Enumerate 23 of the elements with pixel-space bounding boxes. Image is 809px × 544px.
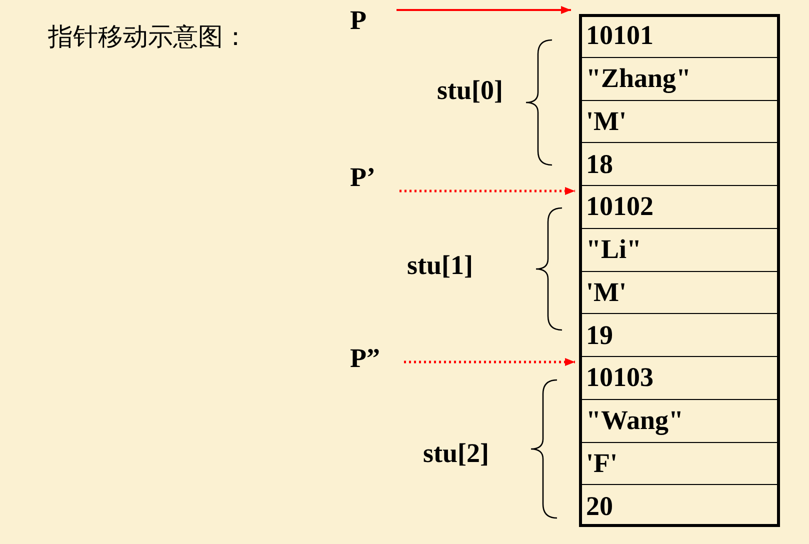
- table-cell: "Li": [582, 228, 779, 272]
- title: 指针移动示意图：: [48, 22, 248, 52]
- pointer-arrow: [404, 358, 575, 366]
- table-cell: 18: [582, 143, 779, 186]
- memory-table: [579, 14, 780, 527]
- table-cell: 10103: [582, 357, 779, 400]
- pointer-label: P: [350, 5, 366, 35]
- struct-label: stu[1]: [407, 250, 473, 280]
- table-cell: "Zhang": [582, 58, 779, 100]
- table-cell: 20: [582, 485, 779, 528]
- struct-label: stu[0]: [437, 75, 503, 105]
- table-cell: 10101: [582, 15, 779, 58]
- table-cell: 'M': [582, 272, 779, 314]
- table-cell: 10102: [582, 186, 779, 229]
- struct-label: stu[2]: [423, 438, 489, 468]
- pointer-arrow: [396, 6, 571, 14]
- table-cell: 19: [582, 314, 779, 357]
- pointer-label: P”: [350, 343, 380, 373]
- table-cell: 'F': [582, 442, 779, 486]
- pointer-arrow: [399, 187, 575, 195]
- table-cell: "Wang": [582, 400, 779, 442]
- table-cell: 'M': [582, 100, 779, 144]
- pointer-label: P’: [350, 162, 376, 192]
